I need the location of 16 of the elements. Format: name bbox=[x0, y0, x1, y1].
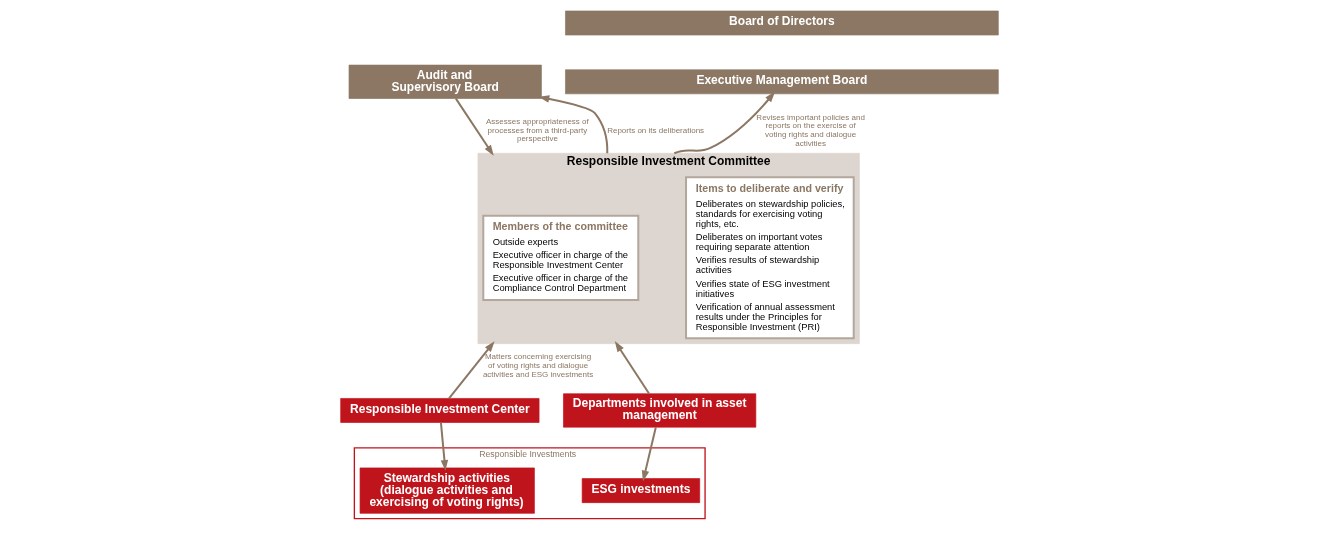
node-box: Responsible Investment Center bbox=[339, 398, 539, 423]
arrow bbox=[614, 341, 650, 395]
arrow bbox=[641, 426, 657, 482]
arrow bbox=[439, 421, 448, 471]
node-box: Members of the committee Outside experts Executive officer in charge of the Responsible Investment Center Executive officer in charge of the Compliance Control Department bbox=[481, 214, 639, 301]
node-box: ESG investments bbox=[581, 478, 700, 503]
node-box: Departments involved in asset management bbox=[562, 393, 756, 428]
node-box: Board of Directors bbox=[564, 10, 999, 36]
arrow bbox=[447, 341, 495, 400]
node-box: Executive Management Board bbox=[564, 69, 999, 95]
arrow bbox=[538, 95, 608, 155]
node-box: Stewardship activities (dialogue activities and exercising of voting rights) bbox=[359, 467, 535, 514]
arrow bbox=[672, 91, 775, 155]
arrow bbox=[454, 97, 494, 156]
node-box: Audit and Supervisory Board bbox=[348, 64, 542, 99]
node-box: Items to deliberate and verify Deliberates on stewardship policies, standards for exercising voting rights, etc. Deliberates on important votes requiring separate attention Verifies results of stewardship activities Verifies state of ESG investment initiatives Verification of annual assessment results under the Principles for Responsible Investment (PRI) bbox=[684, 176, 855, 340]
